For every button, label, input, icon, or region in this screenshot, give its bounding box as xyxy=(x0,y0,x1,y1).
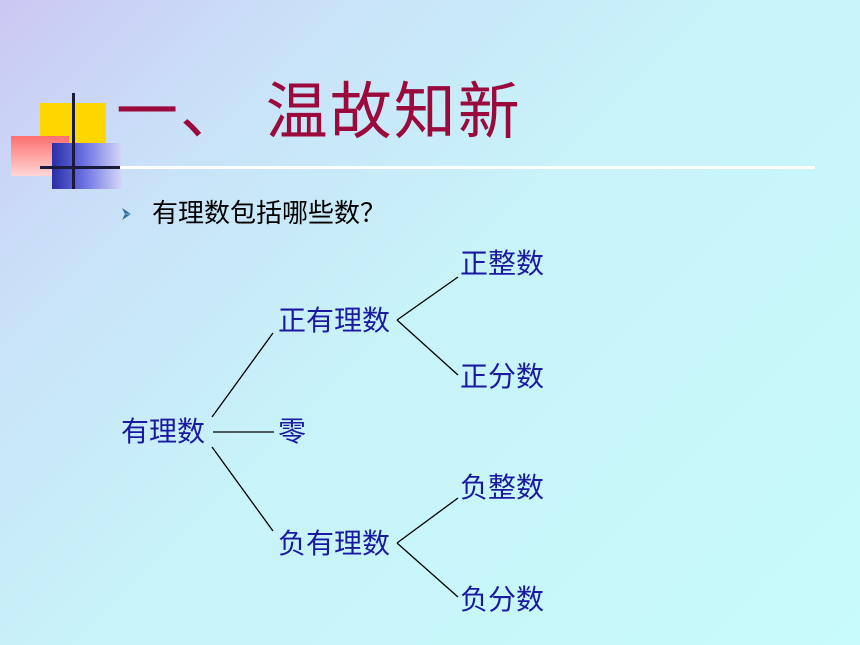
decor-crosshair-vertical xyxy=(72,93,75,189)
decor-crosshair-horizontal xyxy=(40,166,120,169)
connector-root-negative xyxy=(211,446,274,532)
connector-positive-fraction xyxy=(396,319,459,376)
node-positive-rational: 正有理数 xyxy=(278,304,391,337)
bullet-item: 有理数包括哪些数？ xyxy=(118,196,386,232)
chevron-right-icon xyxy=(122,208,131,220)
node-negative-integer: 负整数 xyxy=(460,471,545,504)
node-positive-fraction: 正分数 xyxy=(460,360,545,393)
title-underline xyxy=(40,166,815,169)
connector-negative-integer xyxy=(396,497,459,544)
slide-title: 一、 温故知新 xyxy=(116,75,522,148)
node-zero: 零 xyxy=(278,415,307,448)
question-text: 有理数包括哪些数？ xyxy=(152,199,387,229)
node-positive-integer: 正整数 xyxy=(460,247,545,280)
node-negative-rational: 负有理数 xyxy=(278,527,391,560)
node-negative-fraction: 负分数 xyxy=(460,583,545,616)
connector-negative-fraction xyxy=(396,542,459,598)
node-root: 有理数 xyxy=(121,415,206,448)
connector-positive-integer xyxy=(396,276,459,321)
connector-root-positive xyxy=(211,332,274,418)
